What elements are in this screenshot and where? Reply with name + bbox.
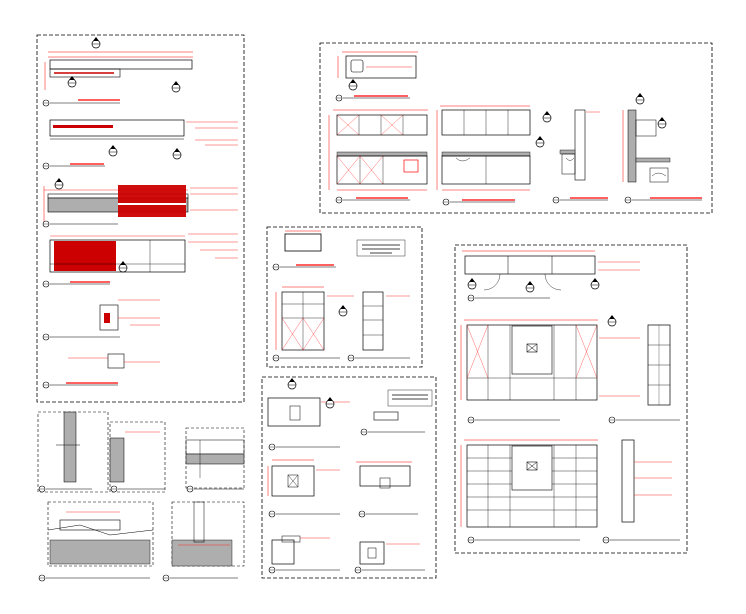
section-marker-icon [348, 78, 358, 91]
section-marker-icon [535, 135, 545, 148]
section-marker-icon [525, 280, 535, 293]
kitchen-front-elevation [328, 109, 428, 204]
panel-kitchen-elevations [319, 42, 713, 214]
section-marker-icon [54, 177, 64, 190]
panel-middle-bottom-plans [261, 376, 437, 579]
section-marker-icon [108, 144, 118, 157]
cabinet-elevation [272, 286, 410, 362]
meeting-plan [462, 250, 640, 302]
section-marker-icon [171, 80, 181, 93]
kitchen-plan [335, 51, 418, 102]
section-marker-icon [67, 75, 77, 88]
section-marker-icon [635, 92, 645, 105]
meeting-elevation-lower [460, 439, 680, 544]
reception-section-view [42, 177, 238, 228]
reception-plan-view [42, 36, 193, 107]
section-marker-icon [657, 116, 667, 129]
reception-elevation-view [42, 233, 238, 288]
panel-construction-details [37, 411, 245, 582]
section-marker-icon [590, 277, 600, 290]
panel-reception-details [36, 34, 245, 403]
section-marker-icon [607, 314, 617, 327]
section-marker-icon [542, 110, 552, 123]
panel-meeting-room-elevations [454, 244, 688, 554]
section-marker-icon [287, 377, 297, 390]
meeting-elevation-upper [460, 314, 680, 424]
section-marker-icon [91, 36, 101, 49]
section-marker-icon [467, 277, 477, 290]
section-marker-icon [118, 260, 128, 273]
section-marker-icon [172, 147, 182, 160]
kitchen-side-elevation [436, 105, 531, 206]
reception-front-view [42, 119, 238, 170]
reception-small-sections [42, 299, 160, 389]
section-marker-icon [325, 396, 335, 409]
kitchen-section-a [535, 109, 608, 204]
section-marker-icon [338, 304, 348, 317]
kitchen-section-b [622, 92, 702, 204]
panel-middle-top-plans [266, 226, 423, 368]
